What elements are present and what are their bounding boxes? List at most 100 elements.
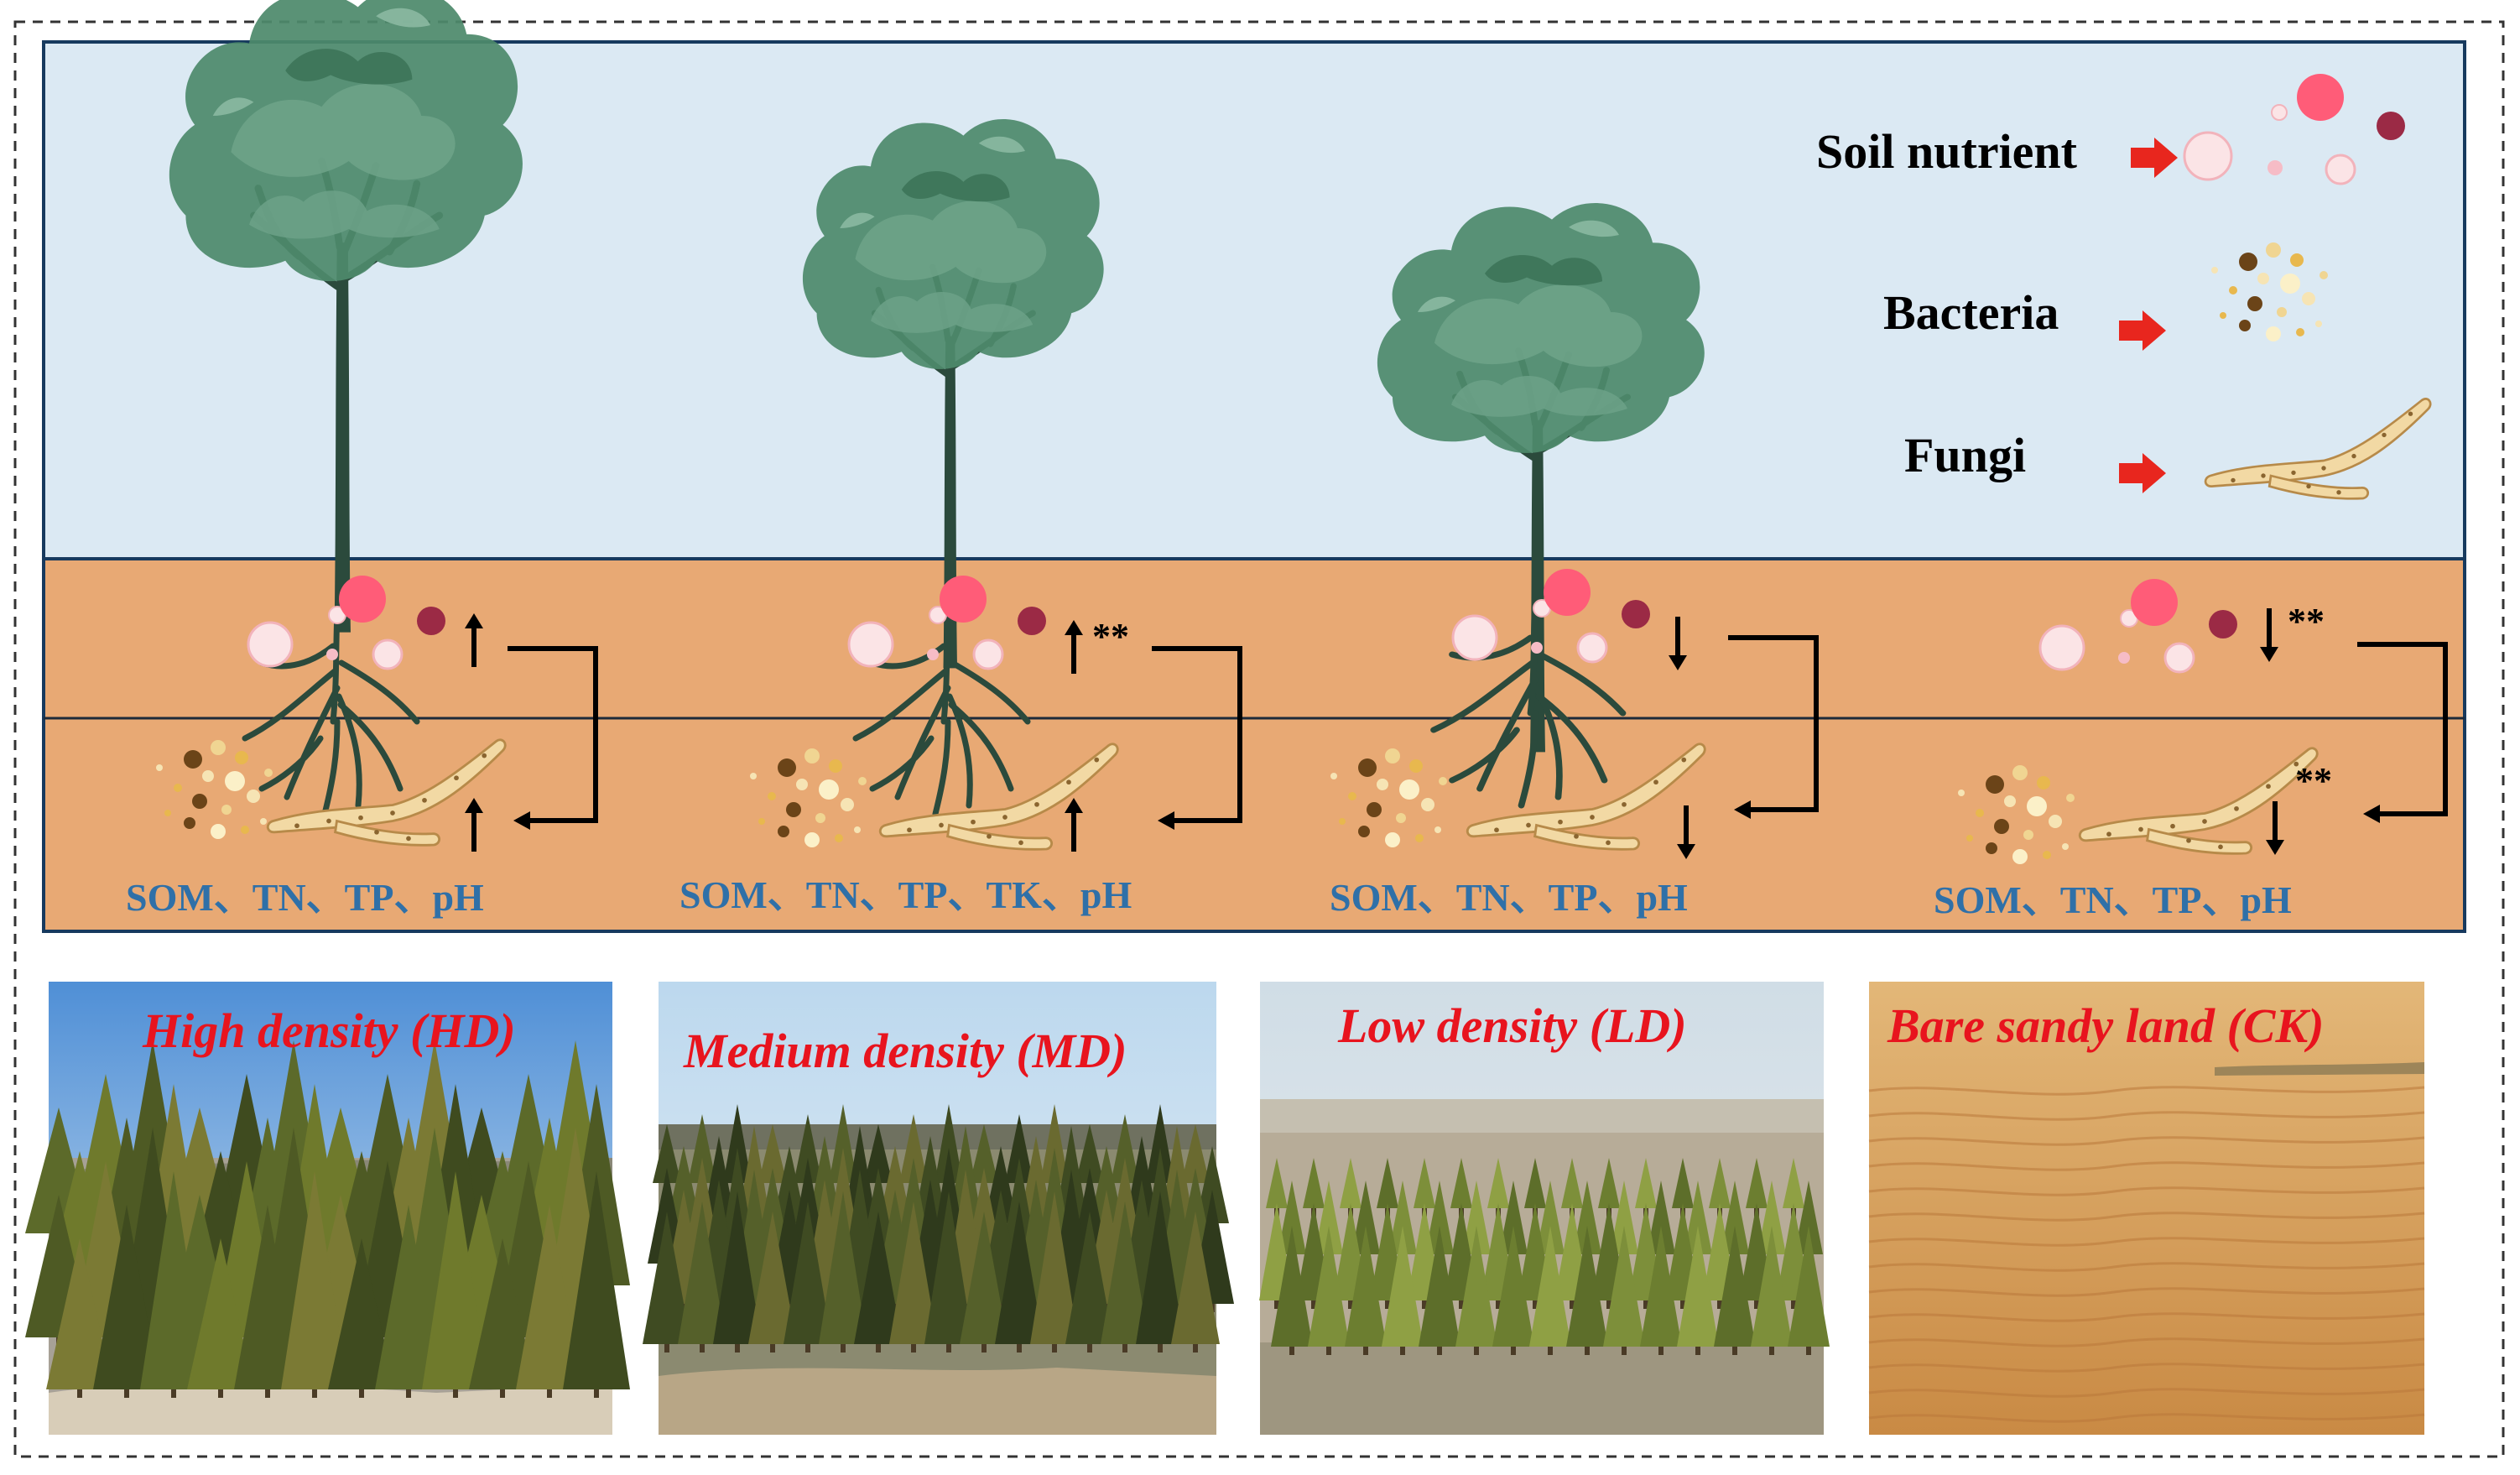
microbe-trend-arrow-md (1065, 798, 1083, 852)
pine-tree (1136, 1191, 1185, 1353)
photo-ck (1868, 982, 2425, 1435)
pine-tree (995, 1201, 1044, 1353)
feedback-arrow-ld (1728, 635, 1819, 819)
pine-tree (643, 1212, 691, 1353)
nutrient-significance-md: ** (1092, 616, 1129, 657)
sand-ripple (1868, 1111, 2425, 1121)
pine-tree (854, 1212, 903, 1353)
pine-tree (140, 1171, 207, 1398)
tree-cluster (1259, 1158, 1830, 1355)
legend-fungi-label: Fungi (1904, 428, 2026, 482)
pine-tree (1101, 1201, 1149, 1353)
pine-tree (1382, 1226, 1424, 1355)
red-arrow-icon (2131, 138, 2178, 178)
indicator-label-md: SOM、TN、TP、TK、pH (679, 873, 1132, 916)
sand-ripple (1868, 1237, 2425, 1247)
indicator-label-ck: SOM、TN、TP、pH (1934, 878, 2292, 921)
pine-tree (1030, 1191, 1079, 1353)
pine-tree (46, 1238, 113, 1398)
pine-tree (1492, 1226, 1534, 1355)
pine-tree (1677, 1226, 1719, 1355)
sand-ripple (1868, 1312, 2425, 1322)
nutrient-trend-arrow-hd (465, 613, 483, 667)
nutrient-trend-arrow-ld (1669, 617, 1687, 670)
pine-tree (1065, 1212, 1114, 1353)
photo-label-ld: Low density (LD) (1337, 998, 1687, 1053)
feedback-arrow-hd (508, 646, 598, 830)
microbe-significance-ck: ** (2295, 760, 2332, 801)
pine-tree (1345, 1226, 1387, 1355)
pine-tree (678, 1201, 726, 1353)
microbe-trend-arrow-ld (1677, 805, 1695, 859)
pine-tree (1640, 1226, 1682, 1355)
pine-tree (713, 1191, 762, 1353)
pine-tree (1751, 1226, 1793, 1355)
pine-tree (1714, 1226, 1756, 1355)
pine-tree (469, 1238, 536, 1398)
indicator-label-ld: SOM、TN、TP、pH (1330, 876, 1688, 919)
indicator-label-hd: SOM、TN、TP、pH (126, 876, 484, 919)
nutrient-trend-arrow-ck (2260, 608, 2278, 662)
pine-tree (93, 1205, 160, 1398)
pine-tree (960, 1212, 1008, 1353)
pine-tree (1271, 1226, 1313, 1355)
sand-ripple (1868, 1161, 2425, 1171)
pine-tree (1566, 1226, 1608, 1355)
soil-panel (42, 557, 2466, 933)
pine-tree (563, 1171, 630, 1398)
red-arrow-icon (2119, 310, 2166, 351)
legend-bacteria-label: Bacteria (1883, 285, 2059, 340)
trend-arrows: ** ** ** (465, 601, 2448, 859)
pine-tree (748, 1212, 797, 1353)
pine-tree (819, 1191, 867, 1353)
photo-ld (1259, 982, 1830, 1435)
microbe-trend-arrow-hd (465, 798, 483, 852)
pine-tree (1603, 1226, 1645, 1355)
pine-tree (234, 1205, 301, 1398)
pine-tree (784, 1201, 832, 1353)
nutrient-trend-arrow-md (1065, 620, 1083, 674)
sand-ripples (1868, 1086, 2425, 1423)
photo-hd (25, 982, 630, 1435)
feedback-arrow-md (1152, 646, 1242, 830)
pine-tree (187, 1238, 254, 1398)
pine-tree (281, 1171, 348, 1398)
pine-tree (924, 1191, 973, 1353)
sand-ripple (1868, 1363, 2425, 1373)
legend-soil-nutrient-label: Soil nutrient (1816, 124, 2078, 179)
photo-label-ck: Bare sandy land (CK) (1887, 998, 2324, 1053)
pine-tree (422, 1171, 489, 1398)
tree-cluster (643, 1104, 1234, 1353)
photo-md (643, 982, 1234, 1435)
sand-ripple (1868, 1136, 2425, 1146)
sand-ripple (1868, 1086, 2425, 1096)
pine-tree (1171, 1212, 1220, 1353)
pine-tree (1529, 1226, 1571, 1355)
photo-label-hd: High density (HD) (142, 1003, 516, 1058)
photo-labels: High density (HD) Medium density (MD) Low … (142, 998, 2324, 1078)
sand-ripple (1868, 1413, 2425, 1423)
sand-ripple (1868, 1337, 2425, 1347)
legend: Soil nutrient Bacteria Fungi (1816, 74, 2432, 500)
sand-ripple (1868, 1262, 2425, 1272)
nutrient-significance-ck: ** (2288, 601, 2325, 642)
pine-tree (1308, 1226, 1350, 1355)
pine-tree (516, 1205, 583, 1398)
pine-tree (328, 1238, 395, 1398)
pine-tree (1419, 1226, 1460, 1355)
photo-label-md: Medium density (MD) (683, 1024, 1127, 1078)
pine-tree (889, 1201, 938, 1353)
outer-frame (13, 20, 2505, 1458)
indicator-labels: SOM、TN、TP、pH SOM、TN、TP、TK、pH SOM、TN、TP、pH S… (126, 873, 2292, 921)
sand-ripple (1868, 1388, 2425, 1398)
feedback-arrow-ck (2357, 642, 2448, 823)
pine-tree (1788, 1226, 1830, 1355)
pine-tree (1455, 1226, 1497, 1355)
sand-ripple (1868, 1287, 2425, 1297)
microbe-trend-arrow-ck (2266, 801, 2284, 855)
tree-cluster (25, 1040, 630, 1398)
sand-ripple (1868, 1186, 2425, 1196)
sand-ripple (1868, 1212, 2425, 1222)
